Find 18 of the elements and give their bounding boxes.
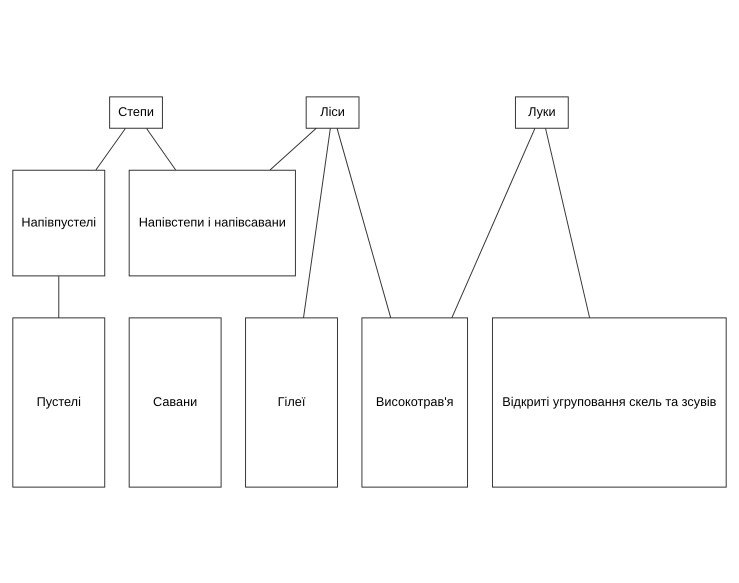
node-box: Відкриті угруповання скель та зсувів bbox=[492, 316, 727, 488]
node-box: Напівстепи і напівсавани bbox=[128, 169, 296, 276]
connector bbox=[545, 128, 590, 318]
node-box: Високотрав'я bbox=[361, 316, 468, 488]
node-box: Пустелі bbox=[12, 316, 106, 488]
connector bbox=[146, 128, 176, 170]
node-box: Луки bbox=[514, 96, 569, 128]
connector bbox=[58, 275, 60, 318]
node-box: Напівпустелі bbox=[12, 169, 106, 276]
node-box: Ліси bbox=[306, 96, 360, 128]
connector bbox=[269, 127, 317, 170]
node-box: Савани bbox=[128, 316, 222, 488]
node-box: Степи bbox=[109, 96, 163, 128]
connector bbox=[303, 128, 331, 318]
connector bbox=[95, 128, 126, 170]
connector bbox=[451, 128, 536, 318]
connector bbox=[336, 128, 392, 318]
node-box: Гілеї bbox=[245, 316, 338, 488]
